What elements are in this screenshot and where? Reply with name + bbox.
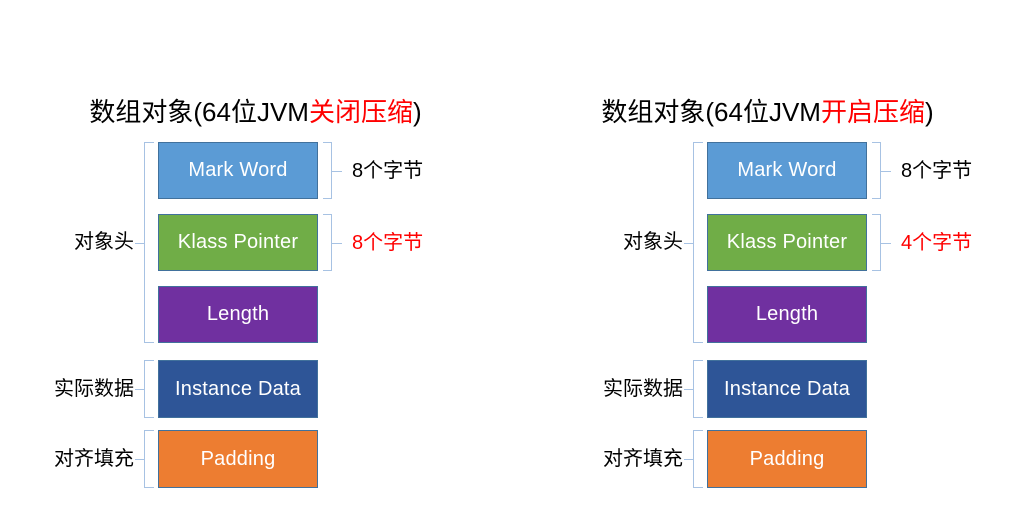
size-brace-mark-word: [872, 142, 891, 199]
size-label-klass-pointer: 4个字节: [901, 232, 973, 254]
brace-object-header: [684, 142, 703, 343]
group-label-padding: 对齐填充: [603, 448, 683, 470]
box-mark-word: Mark Word: [158, 142, 318, 199]
size-label-mark-word: 8个字节: [901, 160, 973, 182]
box-instance-data: Instance Data: [707, 360, 867, 418]
size-brace-mark-word: [323, 142, 342, 199]
box-padding: Padding: [707, 430, 867, 488]
group-label-instance-data: 实际数据: [603, 378, 683, 400]
brace-padding: [684, 430, 703, 488]
box-length: Length: [158, 286, 318, 343]
brace-padding: [135, 430, 154, 488]
box-klass-pointer: Klass Pointer: [707, 214, 867, 271]
panel-right-title-prefix: 数组对象(64位JVM: [601, 97, 821, 127]
brace-instance-data: [684, 360, 703, 418]
group-label-padding: 对齐填充: [54, 448, 134, 470]
box-padding: Padding: [158, 430, 318, 488]
brace-instance-data: [135, 360, 154, 418]
size-brace-klass-pointer: [872, 214, 891, 271]
panel-left-title: 数组对象(64位JVM关闭压缩): [0, 96, 511, 128]
brace-object-header: [135, 142, 154, 343]
size-label-klass-pointer: 8个字节: [352, 232, 424, 254]
box-klass-pointer: Klass Pointer: [158, 214, 318, 271]
panel-left-title-prefix: 数组对象(64位JVM: [89, 97, 309, 127]
diagram-panel-right: 数组对象(64位JVM开启压缩) 对象头 实际数据 对齐填充 Mark Word…: [512, 0, 1023, 522]
box-length: Length: [707, 286, 867, 343]
panel-left-title-highlight: 关闭压缩: [308, 97, 413, 127]
panel-right-title-highlight: 开启压缩: [820, 97, 925, 127]
panel-right-title-suffix: ): [924, 97, 934, 127]
size-label-mark-word: 8个字节: [352, 160, 424, 182]
group-label-object-header: 对象头: [623, 231, 683, 253]
diagram-panel-left: 数组对象(64位JVM关闭压缩) 对象头 实际数据 对齐填充 Mark Word…: [0, 0, 511, 522]
panel-left-title-suffix: ): [412, 97, 422, 127]
group-label-object-header: 对象头: [74, 231, 134, 253]
box-mark-word: Mark Word: [707, 142, 867, 199]
group-label-instance-data: 实际数据: [54, 378, 134, 400]
box-instance-data: Instance Data: [158, 360, 318, 418]
size-brace-klass-pointer: [323, 214, 342, 271]
panel-right-title: 数组对象(64位JVM开启压缩): [512, 96, 1023, 128]
